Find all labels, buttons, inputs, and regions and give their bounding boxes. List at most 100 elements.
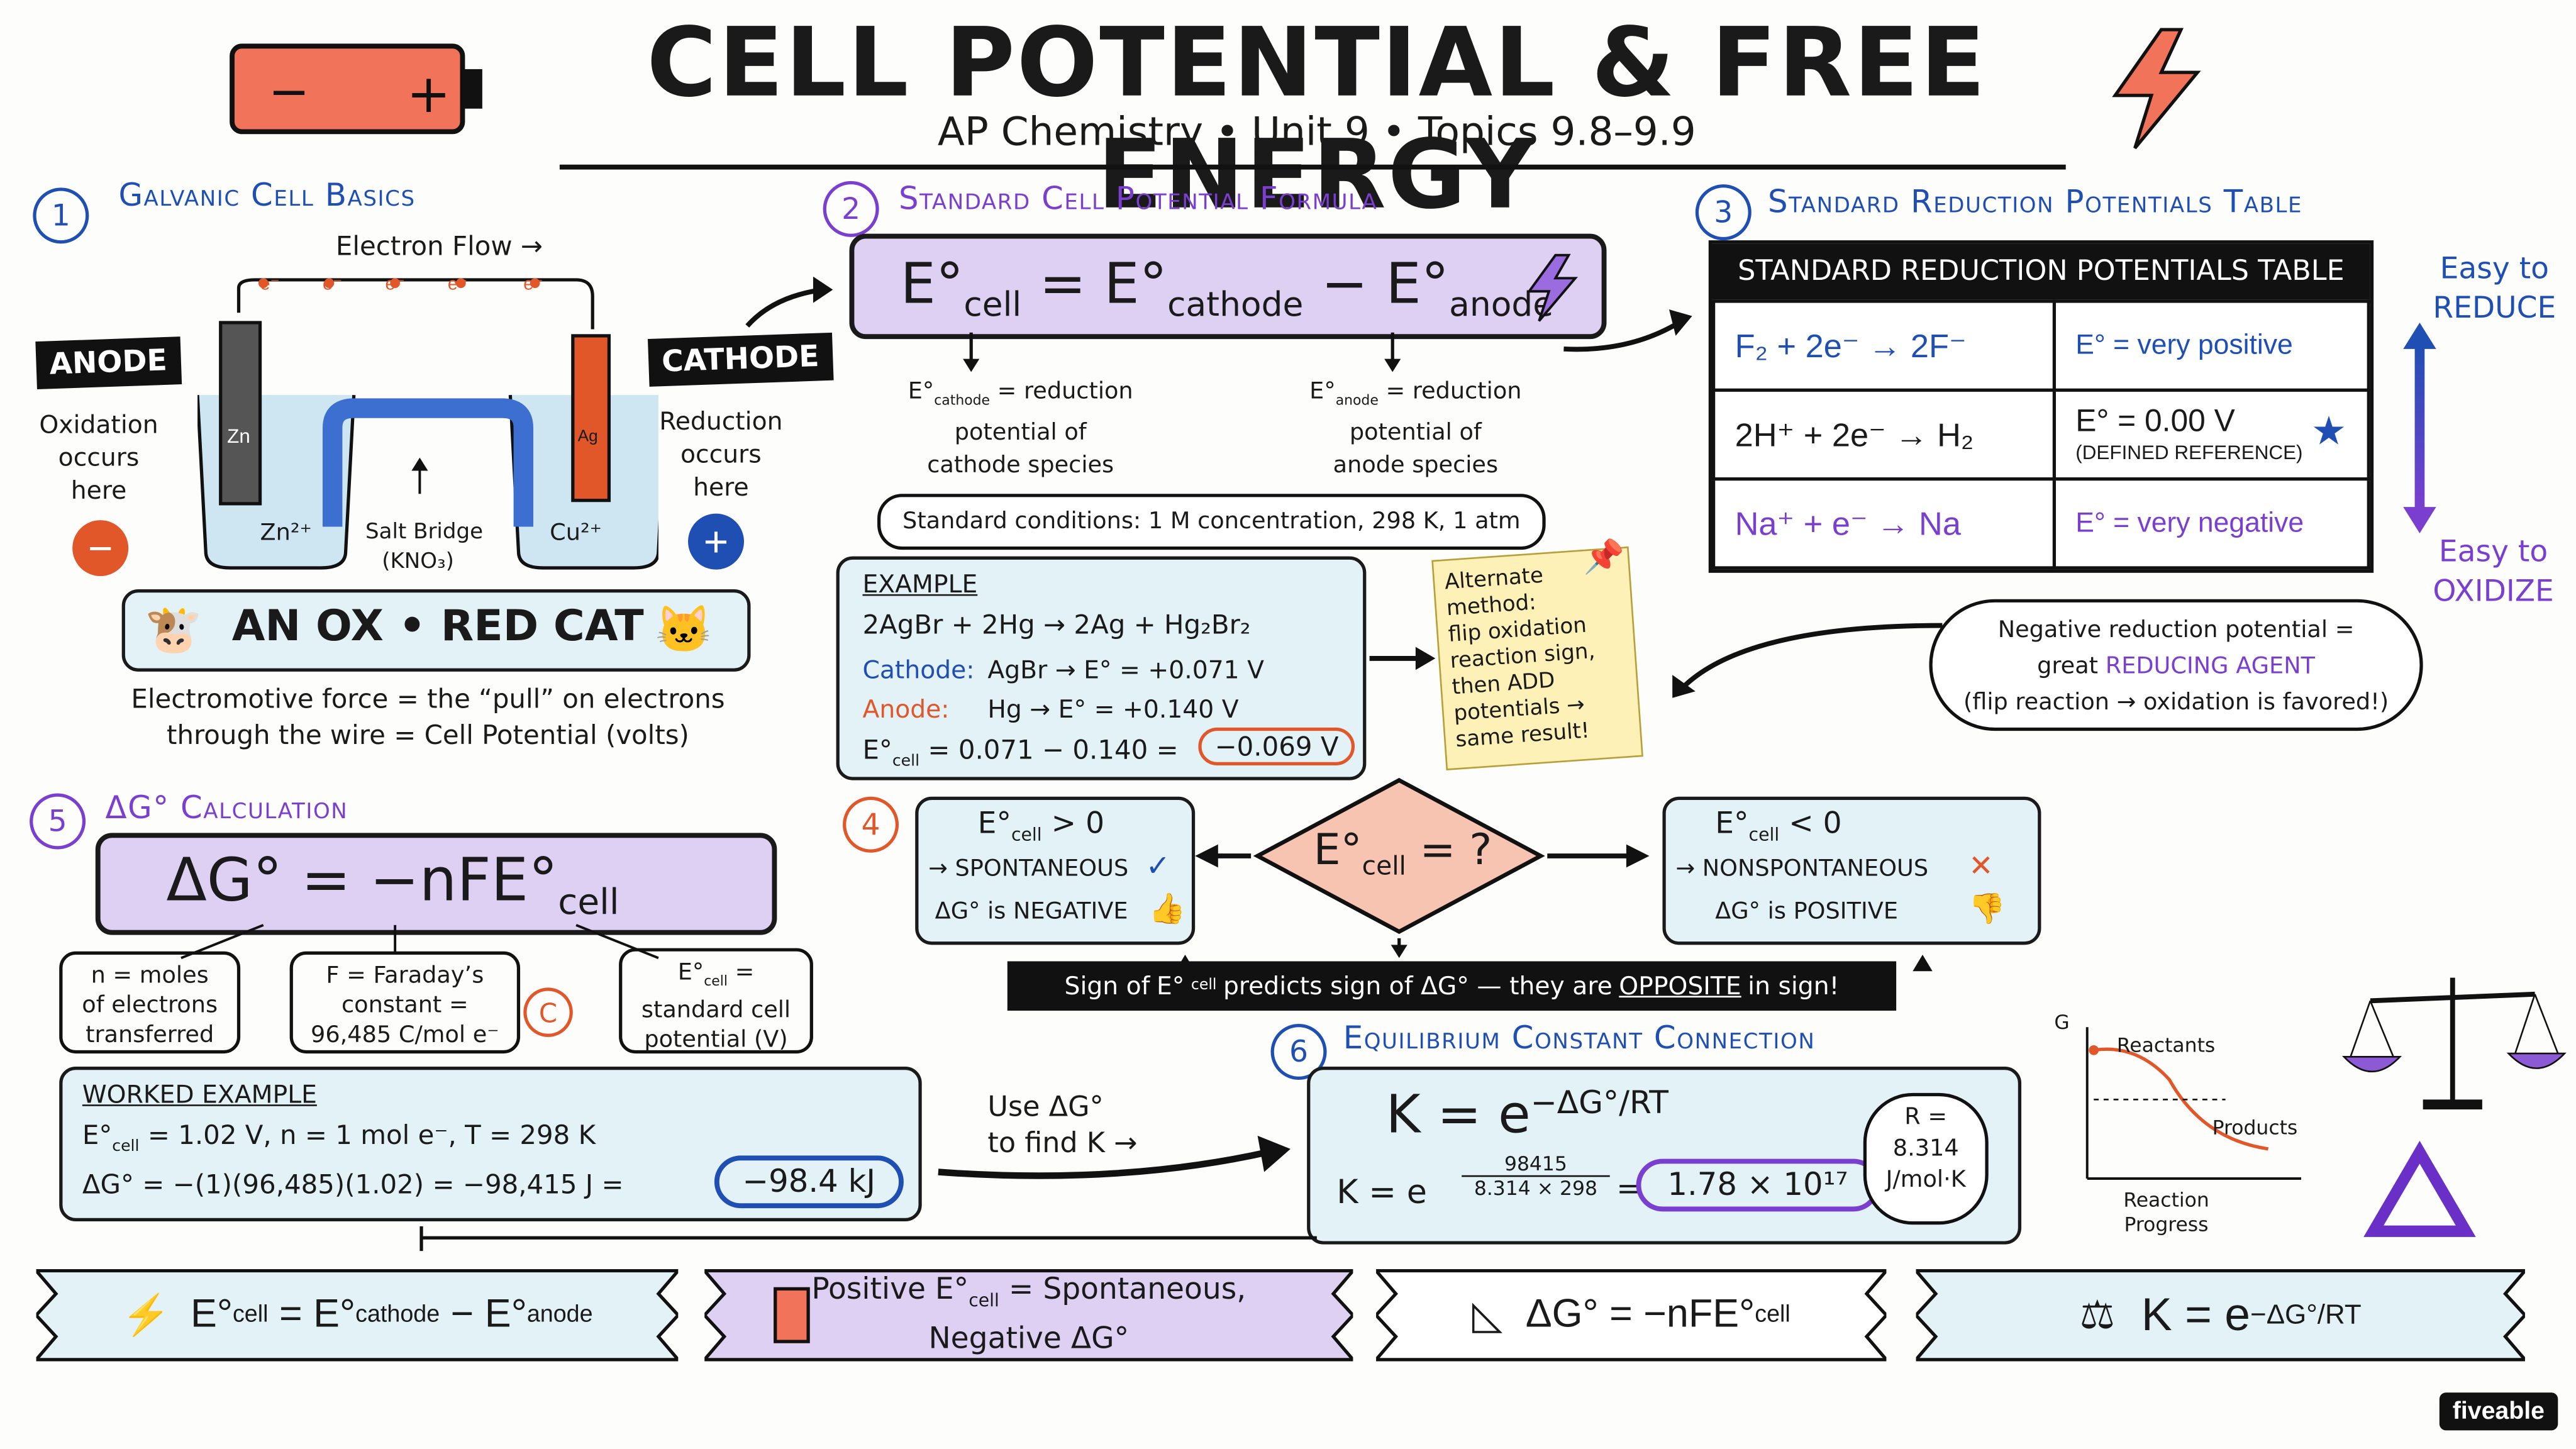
summary-text-2: Positive E°cell = Spontaneous, Negative …	[811, 1272, 1246, 1357]
anode-tag: ANODE	[35, 336, 181, 390]
pushpin-icon: 📌	[1583, 540, 1625, 577]
keq-calc-prefix: K = e	[1336, 1172, 1427, 1212]
srp-table-header: STANDARD REDUCTION POTENTIALS TABLE	[1711, 243, 2370, 300]
use-dg-note: Use ΔG°to find K →	[987, 1091, 1138, 1161]
standard-conditions: Standard conditions: 1 M concentration, …	[877, 494, 1546, 550]
lightning-icon: ⚡	[121, 1292, 171, 1338]
electron-1: e⁻	[260, 275, 280, 295]
srp-reaction: 2H⁺ + 2e⁻ → H₂	[1711, 388, 2056, 481]
srp-note: (DEFINED REFERENCE)	[2075, 441, 2303, 465]
srp-potential-cell: E° = 0.00 V (DEFINED REFERENCE)	[2052, 388, 2370, 481]
summary-banner-1: ⚡ E°cell = E°cathode − E°anode	[36, 1264, 679, 1366]
srp-potential: E° = 0.00 V	[2075, 404, 2235, 440]
cell-potential-formula: E°cell = E°cathode − E°anode	[900, 252, 1554, 325]
minus-icon: −	[72, 520, 129, 577]
checkmark-icon: ✓	[1145, 849, 1171, 882]
positive-ecell-box: E°cell > 0 → SPONTANEOUS ΔG° is NEGATIVE…	[915, 796, 1196, 945]
svg-text:−: −	[269, 63, 310, 121]
section-title-galvanic: Galvanic Cell Basics	[118, 177, 416, 214]
keq-result: 1.78 × 10¹⁷	[1636, 1158, 1880, 1212]
battery-icon: − +	[222, 30, 502, 153]
lightning-icon	[2099, 23, 2214, 163]
srp-table-body: F₂ + 2e⁻ → 2F⁻ E° = very positive 2H⁺ + …	[1711, 299, 2370, 570]
reduce-oxidize-arrow-icon	[2403, 322, 2436, 534]
negative-nonspontaneous: → NONSPONTANEOUS	[1675, 855, 1929, 882]
srp-potential: E° = very positive	[2052, 299, 2370, 392]
thumbs-down-icon: 👎	[1968, 892, 2006, 925]
free-energy-graph	[2085, 1027, 2301, 1180]
svg-text:+: +	[406, 63, 450, 125]
example-heading: EXAMPLE	[862, 569, 978, 599]
section-number-3: 3	[1695, 184, 1752, 241]
example-result: −0.069 V	[1198, 727, 1355, 766]
mnemonic-text: AN OX • RED CAT	[231, 602, 644, 652]
srp-row: 2H⁺ + 2e⁻ → H₂ E° = 0.00 V (DEFINED REFE…	[1711, 388, 2370, 481]
section-title-dg: ΔG° Calculation	[105, 790, 348, 826]
summary-banner-2: Positive E°cell = Spontaneous, Negative …	[704, 1264, 1353, 1366]
example-cathode-rxn: AgBr → E° = +0.071 V	[987, 655, 1265, 685]
section-number-5: 5	[30, 793, 86, 850]
example-reaction: 2AgBr + 2Hg → 2Ag + Hg₂Br₂	[862, 609, 1251, 641]
salt-bridge-label: Salt Bridge	[365, 520, 484, 545]
star-icon: ★	[2311, 409, 2347, 455]
emf-note: Electromotive force = the “pull” on elec…	[131, 683, 725, 751]
worked-line-1: E°cell = 1.02 V, n = 1 mol e⁻, T = 298 K	[82, 1119, 596, 1156]
worked-line-2: ΔG° = −(1)(96,485)(1.02) = −98,415 J =	[82, 1169, 624, 1201]
summary-formula-3: ◺ ΔG° = −nFE°cell	[1376, 1264, 1886, 1366]
brand-logo[interactable]: fiveable	[2439, 1392, 2558, 1431]
electron-flow-label: Electron Flow →	[335, 230, 543, 262]
decision-label: E°cell = ?	[1313, 826, 1492, 881]
srp-row: Na⁺ + e⁻ → Na E° = very negative	[1711, 477, 2370, 570]
negative-condition: E°cell < 0	[1715, 806, 1842, 846]
srp-reaction: F₂ + 2e⁻ → 2F⁻	[1711, 299, 2056, 392]
example-calculation: E°cell = 0.071 − 0.140 =	[862, 734, 1179, 771]
section-title-srp: Standard Reduction Potentials Table	[1767, 184, 2303, 221]
plus-icon: +	[688, 513, 745, 570]
section-number-1: 1	[33, 187, 89, 244]
summary-banner-3: ◺ ΔG° = −nFE°cell	[1376, 1264, 1887, 1366]
ox-icon: 🐮	[145, 604, 203, 655]
section-number-2: 2	[823, 180, 879, 237]
summary-formula-4: ⚖ K = e−ΔG°/RT	[2079, 1289, 2362, 1340]
thumbs-up-icon: 👍	[1148, 892, 1186, 925]
negative-ecell-box: E°cell < 0 → NONSPONTANEOUS ΔG° is POSIT…	[1662, 796, 2041, 945]
page-subtitle: AP Chemistry • Unit 9 • Topics 9.8–9.9	[937, 108, 1696, 155]
title-underline	[559, 164, 2066, 170]
salt-bridge-formula: (KNO₃)	[382, 550, 454, 575]
example-cathode-label: Cathode:	[862, 655, 975, 685]
sign-banner: Sign of E°cell predicts sign of ΔG° — th…	[1007, 961, 1897, 1011]
page-title: CELL POTENTIAL & FREE ENERGY	[647, 6, 1987, 231]
electron-5: e⁻	[523, 275, 543, 295]
srp-reaction: Na⁺ + e⁻ → Na	[1711, 477, 2056, 570]
negative-dg: ΔG° is POSITIVE	[1715, 899, 1898, 925]
x-mark-icon: ✕	[1968, 849, 1994, 882]
summary-formula-1: ⚡ E°cell = E°cathode − E°anode	[36, 1264, 679, 1366]
reducing-agent-cloud: Negative reduction potential = great RED…	[1929, 599, 2423, 731]
graph-reactants-label: Reactants	[2116, 1033, 2216, 1057]
summary-banner-4: ⚖ K = e−ΔG°/RT	[1916, 1264, 2525, 1366]
dg-formula-box: ΔG° = −nFE°cell	[95, 833, 777, 935]
cat-icon: 🐱	[655, 604, 713, 655]
worked-example-heading: WORKED EXAMPLE	[82, 1079, 317, 1110]
worked-result: −98.4 kJ	[714, 1155, 904, 1209]
decision-diamond	[1253, 777, 1545, 935]
srp-table: STANDARD REDUCTION POTENTIALS TABLE F₂ +…	[1708, 240, 2374, 573]
cathode-tag: CATHODE	[647, 332, 833, 387]
zn-electrode-label: Zn	[227, 425, 250, 448]
dg-formula: ΔG° = −nFE°cell	[166, 847, 619, 924]
positive-dg: ΔG° is NEGATIVE	[935, 899, 1128, 925]
cell-potential-formula-box: E°cell = E°cathode − E°anode	[849, 233, 1607, 340]
positive-spontaneous: → SPONTANEOUS	[928, 855, 1129, 882]
